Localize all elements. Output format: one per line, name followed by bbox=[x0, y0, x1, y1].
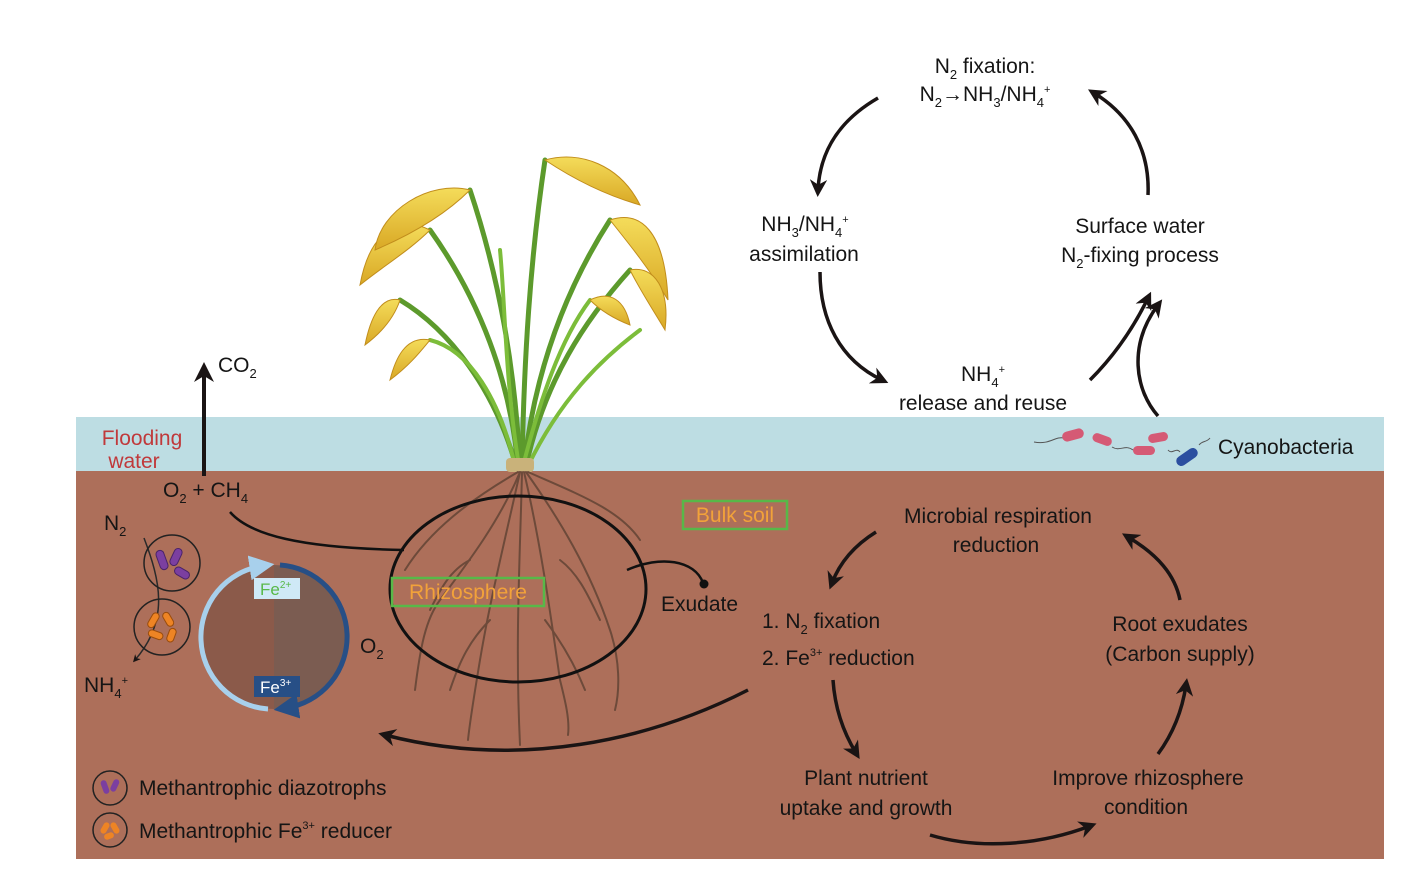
nitrogen-cycle-arrows bbox=[809, 89, 1163, 418]
fe-redox-cycle bbox=[198, 555, 350, 719]
fe3-badge bbox=[254, 676, 300, 697]
cyanobacteria-illustration bbox=[1033, 428, 1211, 467]
fe3-label: Fe3+ bbox=[260, 678, 291, 697]
legend-fe-reducer-icon bbox=[92, 812, 128, 848]
fe2-badge bbox=[254, 578, 300, 599]
legend-diazotroph-icon bbox=[92, 770, 128, 806]
soil-cycle-arrows bbox=[827, 530, 1194, 846]
microbial-respiration-label-1: Microbial respiration bbox=[904, 505, 1092, 528]
diazotroph-microbe-circle bbox=[143, 534, 201, 592]
microbial-respiration-label-2: reduction bbox=[953, 534, 1039, 557]
rice-roots bbox=[404, 471, 641, 746]
methane-connector bbox=[229, 511, 405, 552]
rhizosphere-ellipse bbox=[388, 494, 648, 684]
exudate-label: Exudate bbox=[661, 593, 738, 616]
bulk-soil-label-box bbox=[681, 499, 789, 531]
exudate-connector bbox=[626, 560, 705, 584]
improve-rhizosphere-label-2: condition bbox=[1104, 796, 1188, 819]
legend bbox=[92, 770, 128, 848]
root-exudates-label-1: Root exudates bbox=[1112, 613, 1247, 636]
n2-fixing-process-label: N2-fixing process bbox=[1061, 244, 1219, 271]
plant-nutrient-label-1: Plant nutrient bbox=[804, 767, 928, 790]
legend-fe-reducer-label: Methantrophic Fe3+ reducer bbox=[139, 820, 392, 843]
step-2-label: 2. Fe3+ reduction bbox=[762, 647, 915, 670]
fe2-label: Fe2+ bbox=[260, 580, 291, 599]
fe-reducer-microbe-circle bbox=[133, 598, 191, 656]
flooding-water-label-1: Flooding bbox=[102, 427, 183, 450]
fe-reducer-bacteria-icon bbox=[147, 611, 177, 643]
rhizosphere-label-box bbox=[390, 576, 546, 608]
o2-ch4-label: O2 + CH4 bbox=[163, 479, 248, 506]
nh4-release-formula: NH4+ bbox=[961, 363, 1005, 390]
cyanobacteria-label: Cyanobacteria bbox=[1218, 436, 1354, 459]
nh4-label: NH4+ bbox=[84, 674, 128, 701]
flooding-water-layer bbox=[76, 417, 1384, 472]
rice-plant-illustration bbox=[359, 156, 669, 472]
co2-label: CO2 bbox=[218, 354, 257, 381]
step-1-label: 1. N2 fixation bbox=[762, 610, 880, 637]
n2-fixation-equation: N2→NH3/NH4+ bbox=[920, 83, 1051, 110]
exudate-dot bbox=[699, 579, 709, 589]
root-exudates-label-2: (Carbon supply) bbox=[1105, 643, 1254, 666]
surface-water-label: Surface water bbox=[1075, 215, 1205, 238]
rhizosphere-label: Rhizosphere bbox=[409, 581, 527, 604]
o2-label: O2 bbox=[360, 635, 384, 662]
improve-rhizosphere-label-1: Improve rhizosphere bbox=[1052, 767, 1243, 790]
n2-label: N2 bbox=[104, 512, 126, 539]
bulk-soil-label: Bulk soil bbox=[696, 504, 774, 527]
assimilation-label: assimilation bbox=[749, 243, 859, 266]
release-reuse-label: release and reuse bbox=[899, 392, 1067, 415]
diazotroph-bacteria-icon bbox=[155, 547, 190, 580]
flooding-water-label-2: water bbox=[107, 450, 159, 473]
feedback-arrow bbox=[378, 688, 749, 752]
plant-nutrient-label-2: uptake and growth bbox=[780, 797, 953, 820]
legend-diazotrophs-label: Methantrophic diazotrophs bbox=[139, 777, 386, 800]
assimilation-formula: NH3/NH4+ bbox=[761, 213, 848, 240]
n2-fixation-title: N2 fixation: bbox=[935, 55, 1036, 82]
